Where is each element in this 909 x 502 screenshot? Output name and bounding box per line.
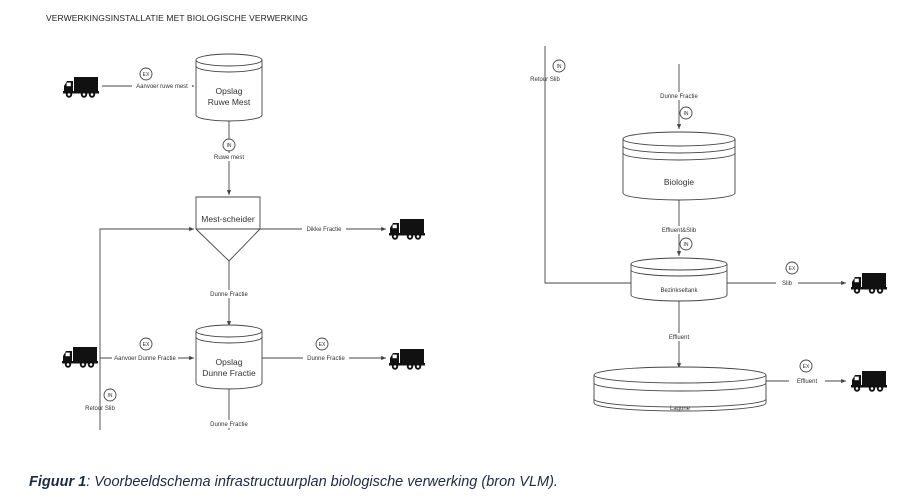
tag-ex-label: EX bbox=[143, 342, 150, 348]
truck-icon bbox=[389, 349, 425, 370]
tag-in-label: IN bbox=[684, 111, 689, 117]
lagune-label: Lagune bbox=[670, 406, 691, 412]
slib-label: Slib bbox=[782, 281, 793, 287]
mest-scheider: Mest-scheider bbox=[195, 196, 261, 262]
truck-icon bbox=[851, 371, 887, 392]
measurement-tag-icon: EX bbox=[799, 359, 813, 373]
figure-caption: Figuur 1: Voorbeeldschema infrastructuur… bbox=[29, 474, 558, 490]
retour-slib-left-flow bbox=[99, 226, 194, 430]
lagune-tank: Lagune bbox=[593, 366, 767, 412]
opslag-ruwe-mest-label-1: Opslag bbox=[216, 86, 243, 96]
tag-in-label: IN bbox=[108, 393, 113, 399]
tag-ex-label: EX bbox=[789, 266, 796, 272]
measurement-tag-icon: IN bbox=[103, 388, 117, 402]
measurement-tag-icon: EX bbox=[785, 261, 799, 275]
tag-ex-label: EX bbox=[803, 364, 810, 370]
measurement-tag-icon: IN bbox=[552, 59, 566, 73]
measurement-tag-icon: IN bbox=[679, 106, 693, 120]
opslag-dunne-fractie-tank: Opslag Dunne Fractie bbox=[195, 324, 263, 390]
truck-icon bbox=[851, 273, 887, 294]
truck-icon bbox=[62, 347, 98, 368]
dikke-fractie-label: Dikke Fractie bbox=[306, 227, 342, 233]
effluent-out-label: Effluent bbox=[797, 379, 818, 385]
aanvoer-ruwe-mest-label: Aanvoer ruwe mest bbox=[136, 84, 188, 90]
retour-slib-right-label: Retour Slib bbox=[530, 77, 560, 83]
tag-ex-label: EX bbox=[143, 72, 150, 78]
tag-in-label: IN bbox=[557, 64, 562, 70]
measurement-tag-icon: IN bbox=[679, 237, 693, 251]
retour-slib-right-flow bbox=[544, 46, 631, 284]
measurement-tag-icon: EX bbox=[139, 337, 153, 351]
bezinkseltank-label: Bezinkseltank bbox=[660, 288, 698, 294]
opslag-ruwe-mest-tank: Opslag Ruwe Mest bbox=[195, 53, 263, 122]
tag-in-label: IN bbox=[227, 143, 232, 149]
tag-ex-label: EX bbox=[319, 342, 326, 348]
tag-in-label: IN bbox=[684, 242, 689, 248]
retour-slib-left-label: Retour Slib bbox=[85, 406, 115, 412]
caption-text: : Voorbeeldschema infrastructuurplan bio… bbox=[86, 474, 558, 490]
opslag-dunne-fractie-label-1: Opslag bbox=[216, 357, 243, 367]
diagram-title: VERWERKINGSINSTALLATIE MET BIOLOGISCHE V… bbox=[46, 13, 308, 23]
effluent-label: Effluent bbox=[669, 335, 690, 341]
dunne-fractie-out-label: Dunne Fractie bbox=[307, 356, 345, 362]
biologie-label: Biologie bbox=[664, 177, 695, 187]
aanvoer-dunne-fractie-label: Aanvoer Dunne Fractie bbox=[114, 356, 176, 362]
dunne-fractie-bottom-label: Dunne Fractie bbox=[210, 422, 248, 428]
ruwe-mest-label: Ruwe mest bbox=[214, 155, 244, 161]
effluent-slib-label: Effluent&Slib bbox=[662, 228, 697, 234]
dunne-fractie-label: Dunne Fractie bbox=[210, 292, 248, 298]
truck-icon bbox=[389, 219, 425, 240]
measurement-tag-icon: IN bbox=[222, 138, 236, 152]
measurement-tag-icon: EX bbox=[139, 67, 153, 81]
truck-icon bbox=[63, 77, 99, 98]
opslag-ruwe-mest-label-2: Ruwe Mest bbox=[208, 97, 251, 107]
bezinkseltank: Bezinkseltank bbox=[630, 257, 728, 302]
dunne-fractie-in-label: Dunne Fractie bbox=[660, 94, 698, 100]
mest-scheider-label: Mest-scheider bbox=[201, 214, 255, 224]
biologie-tank: Biologie bbox=[622, 131, 736, 201]
measurement-tag-icon: EX bbox=[315, 337, 329, 351]
opslag-dunne-fractie-label-2: Dunne Fractie bbox=[202, 368, 256, 378]
caption-label: Figuur 1 bbox=[29, 474, 87, 490]
